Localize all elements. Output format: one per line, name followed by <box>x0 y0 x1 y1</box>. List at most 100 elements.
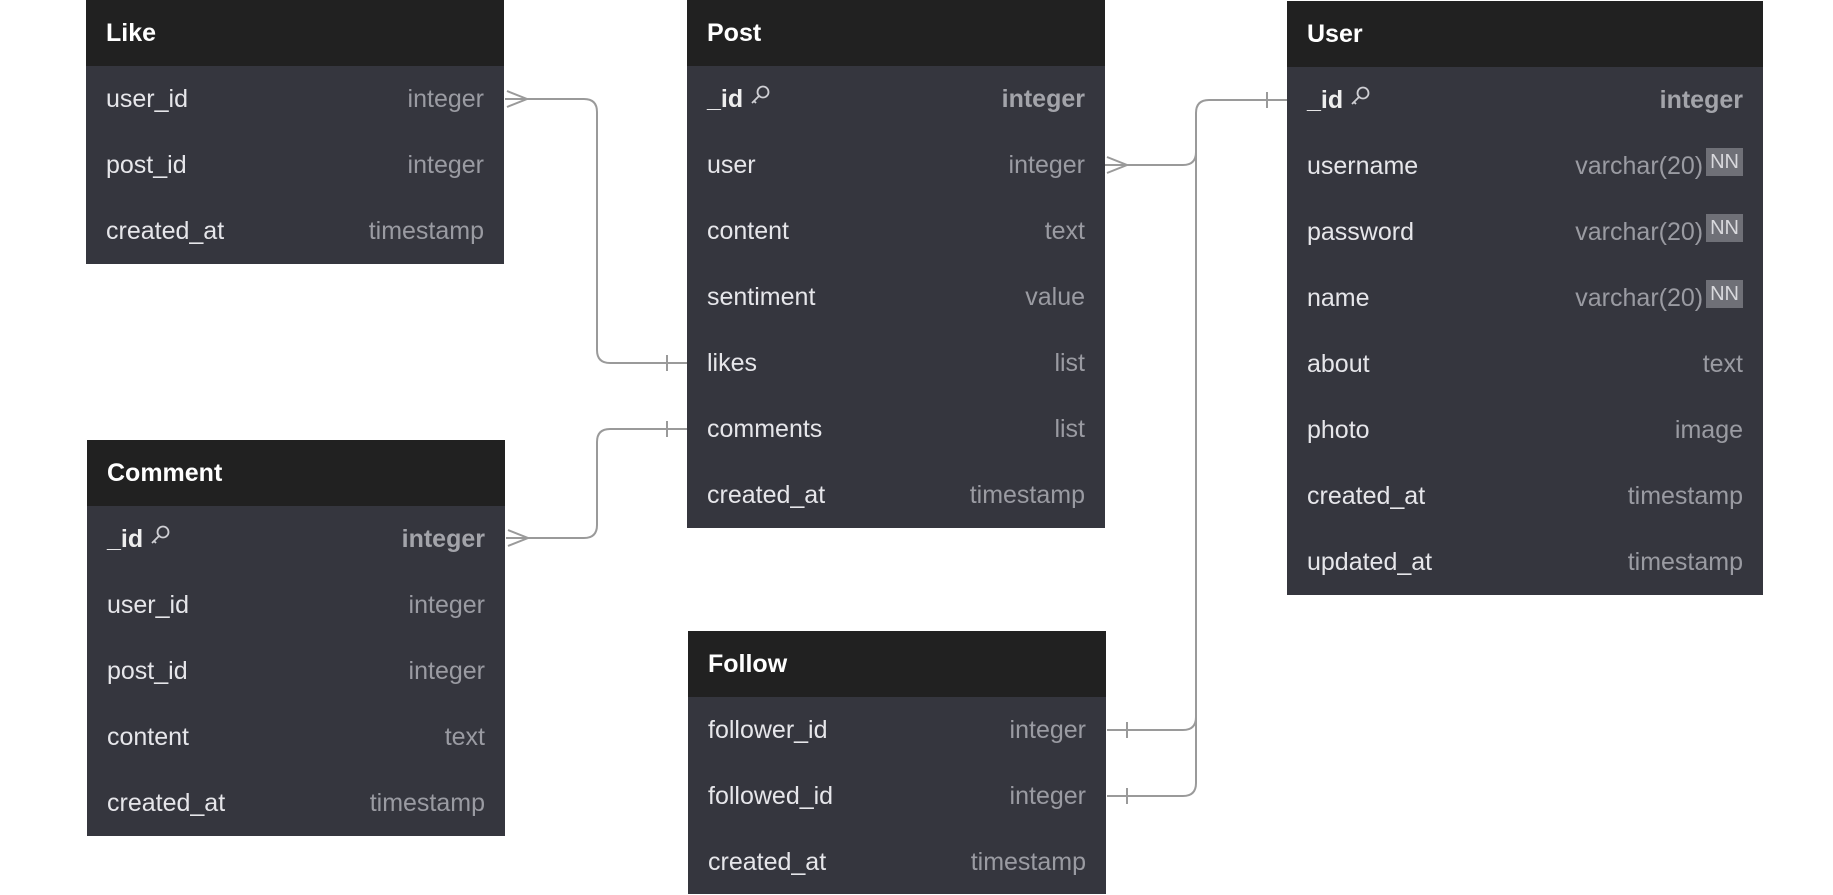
field-name: content <box>707 216 790 245</box>
field-name-text: _id <box>107 524 144 553</box>
field-name: updated_at <box>1307 547 1433 576</box>
field-name: created_at <box>106 216 225 245</box>
field-type: timestamp <box>969 480 1085 509</box>
field-type: image <box>1674 415 1743 444</box>
field-name: about <box>1307 349 1370 378</box>
table-row: password varchar(20) NN <box>1287 199 1763 265</box>
field-name: user_id <box>106 84 188 113</box>
table-title: Post <box>707 18 762 47</box>
field-type: text <box>1702 349 1743 378</box>
table-row: followed_id integer <box>688 763 1106 829</box>
table-like[interactable]: Like user_id integer post_id integer cre… <box>86 0 504 264</box>
table-row: sentiment value <box>687 264 1105 330</box>
field-type: integer <box>1009 715 1086 744</box>
field-name: created_at <box>1307 481 1426 510</box>
field-type: list <box>1054 348 1085 377</box>
table-row: follower_id integer <box>688 697 1106 763</box>
table-row: username varchar(20) NN <box>1287 133 1763 199</box>
field-name: likes <box>707 348 758 377</box>
connector-follower-user <box>1107 113 1197 731</box>
field-type: list <box>1054 414 1085 443</box>
connector-followed-user <box>1107 717 1197 797</box>
field-type: timestamp <box>1627 481 1743 510</box>
connector-post-user <box>1105 99 1287 166</box>
field-name-text: _id <box>707 84 744 113</box>
table-row: content text <box>87 704 505 770</box>
table-row: comments list <box>687 396 1105 462</box>
field-name: _id <box>707 85 771 114</box>
table-title: Comment <box>107 458 223 487</box>
field-type: integer <box>407 84 484 113</box>
connector-comment-post <box>506 428 687 539</box>
field-type: varchar(20) <box>1575 283 1704 312</box>
field-name: username <box>1307 151 1419 180</box>
table-row: updated_at timestamp <box>1287 529 1763 595</box>
field-name: password <box>1307 217 1414 246</box>
table-post[interactable]: Post _id integer user integer content te… <box>687 0 1105 528</box>
field-name: created_at <box>707 480 826 509</box>
not-null-badge: NN <box>1706 148 1743 176</box>
field-name: followed_id <box>708 781 834 810</box>
table-row: photo image <box>1287 397 1763 463</box>
table-user[interactable]: User _id integer username varchar(20) NN… <box>1287 1 1763 595</box>
table-row-primary-key: _id integer <box>687 66 1105 132</box>
table-header: Post <box>687 0 1105 66</box>
field-name: user <box>707 150 756 179</box>
field-name: follower_id <box>708 715 828 744</box>
field-type: integer <box>408 656 485 685</box>
table-row: post_id integer <box>86 132 504 198</box>
table-row: post_id integer <box>87 638 505 704</box>
field-type: integer <box>1009 781 1086 810</box>
field-name: created_at <box>107 788 226 817</box>
field-name: created_at <box>708 847 827 876</box>
table-row: user integer <box>687 132 1105 198</box>
field-type: text <box>444 722 485 751</box>
not-null-badge: NN <box>1706 214 1743 242</box>
table-row-primary-key: _id integer <box>87 506 505 572</box>
table-comment[interactable]: Comment _id integer user_id integer post… <box>87 440 505 836</box>
field-type: integer <box>407 150 484 179</box>
table-row: name varchar(20) NN <box>1287 265 1763 331</box>
table-title: User <box>1307 19 1363 48</box>
field-name: name <box>1307 283 1370 312</box>
table-header: Comment <box>87 440 505 506</box>
crowfoot-comment <box>507 529 531 547</box>
table-header: Follow <box>688 631 1106 697</box>
crowfoot-like <box>506 90 530 108</box>
field-name: content <box>107 722 190 751</box>
table-row: likes list <box>687 330 1105 396</box>
field-type: value <box>1025 282 1085 311</box>
field-type: varchar(20) <box>1575 217 1704 246</box>
field-name: comments <box>707 414 823 443</box>
field-name: user_id <box>107 590 189 619</box>
field-name: post_id <box>106 150 187 179</box>
field-type: timestamp <box>1627 547 1743 576</box>
table-row-primary-key: _id integer <box>1287 67 1763 133</box>
table-row: user_id integer <box>86 66 504 132</box>
table-row: created_at timestamp <box>687 462 1105 528</box>
field-type: integer <box>401 524 485 553</box>
table-header: Like <box>86 0 504 66</box>
field-type: integer <box>1008 150 1085 179</box>
field-type-group: varchar(20) NN <box>1575 214 1743 247</box>
field-type: integer <box>1659 85 1743 114</box>
field-type: timestamp <box>368 216 484 245</box>
field-name: post_id <box>107 656 188 685</box>
table-row: created_at timestamp <box>87 770 505 836</box>
table-row: about text <box>1287 331 1763 397</box>
table-follow[interactable]: Follow follower_id integer followed_id i… <box>688 631 1106 894</box>
field-type: integer <box>408 590 485 619</box>
field-type: timestamp <box>369 788 485 817</box>
table-row: created_at timestamp <box>1287 463 1763 529</box>
field-name: sentiment <box>707 282 816 311</box>
field-name: _id <box>1307 86 1371 115</box>
connector-like-post <box>505 98 687 364</box>
table-row: user_id integer <box>87 572 505 638</box>
table-title: Like <box>106 18 157 47</box>
field-type: varchar(20) <box>1575 151 1704 180</box>
field-name-text: _id <box>1307 85 1344 114</box>
field-type-group: varchar(20) NN <box>1575 280 1743 313</box>
table-row: created_at timestamp <box>688 829 1106 895</box>
table-header: User <box>1287 1 1763 67</box>
